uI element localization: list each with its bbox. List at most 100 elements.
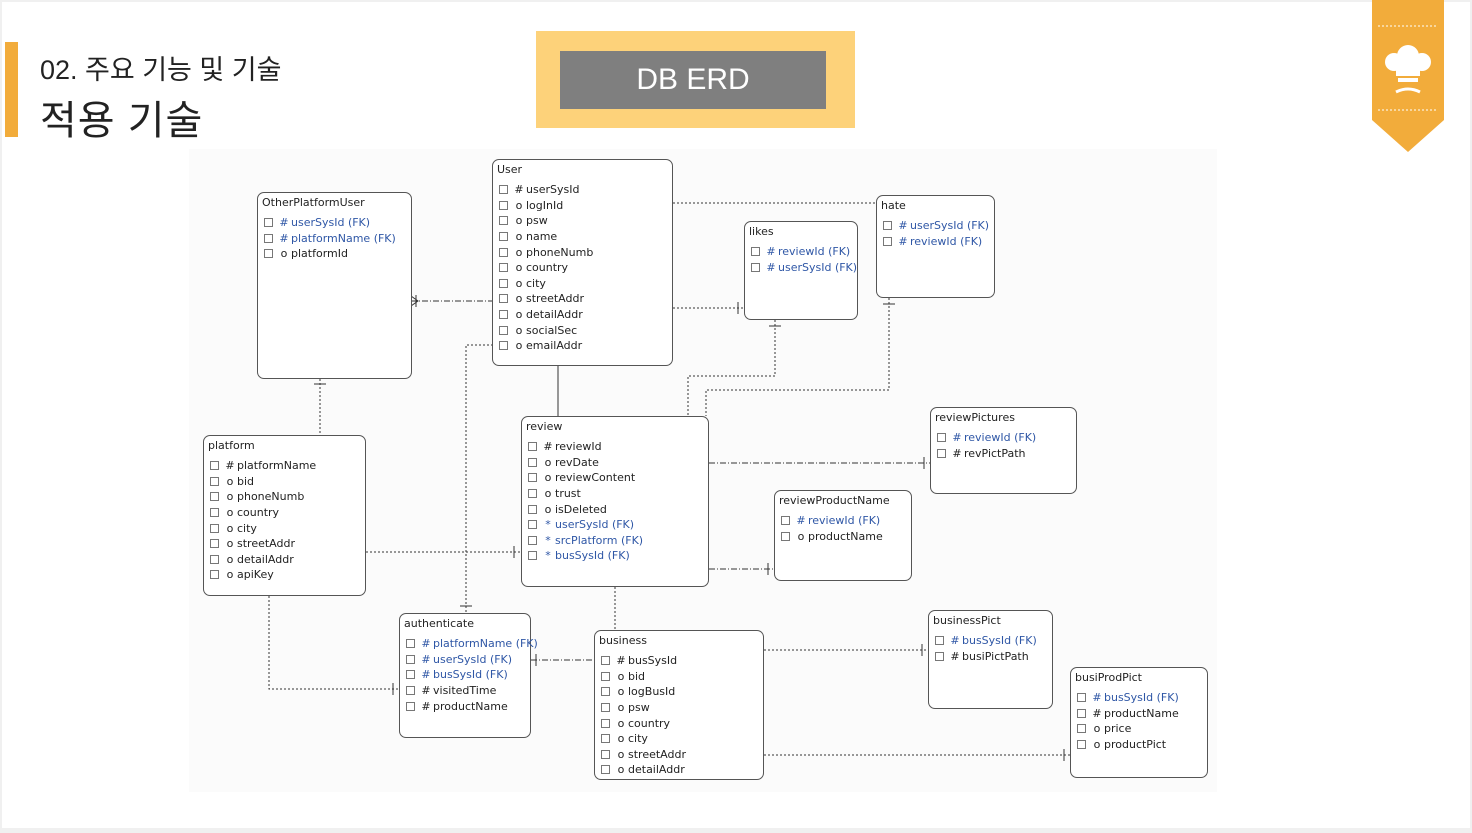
field-checkbox (1077, 724, 1086, 734)
entity-field: #reviewId (FK) (937, 430, 1036, 446)
field-name: bid (628, 669, 646, 683)
field-checkbox (528, 442, 537, 452)
entity-name: review (526, 420, 563, 433)
field-checkbox (601, 687, 610, 697)
field-name: userSysId (FK) (433, 652, 513, 666)
field-marker: o (515, 276, 523, 290)
entity-name: authenticate (404, 617, 474, 630)
field-name: reviewId (FK) (964, 431, 1037, 445)
field-marker: # (1092, 691, 1102, 705)
field-name: name (526, 230, 558, 244)
field-name: userSysId (526, 183, 580, 197)
field-marker: o (226, 474, 234, 488)
field-name: reviewId (FK) (808, 514, 881, 528)
entity-name: platform (208, 439, 255, 452)
entity-field: #userSysId (FK) (883, 218, 989, 234)
field-marker: # (421, 699, 431, 713)
field-name: isDeleted (555, 502, 607, 516)
field-marker: o (797, 529, 805, 543)
field-name: productName (808, 529, 883, 543)
field-checkbox (883, 236, 892, 246)
field-checkbox (499, 310, 508, 320)
field-marker: o (515, 198, 523, 212)
field-marker: # (543, 440, 553, 454)
field-name: phoneNumb (526, 245, 594, 259)
field-marker: o (617, 685, 625, 699)
field-checkbox (499, 325, 508, 335)
field-name: streetAddr (526, 292, 584, 306)
field-name: logBusId (628, 685, 676, 699)
field-checkbox (499, 294, 508, 304)
field-name: bid (237, 474, 255, 488)
field-checkbox (528, 520, 537, 530)
entity-field: #busiPictPath (935, 649, 1037, 665)
entity-likes[interactable]: likes #reviewId (FK)#userSysId (FK) (744, 221, 858, 320)
field-name: detailAddr (526, 308, 583, 322)
entity-hate[interactable]: hate #userSysId (FK)#reviewId (FK) (876, 195, 995, 298)
field-name: platformName (FK) (291, 231, 396, 245)
field-name: streetAddr (628, 747, 686, 761)
entity-name: likes (749, 225, 774, 238)
field-marker: # (766, 245, 776, 259)
entity-businesspict[interactable]: businessPict #busSysId (FK)#busiPictPath (928, 610, 1053, 709)
field-marker: o (515, 261, 523, 275)
field-marker: # (421, 652, 431, 666)
field-marker: # (898, 219, 908, 233)
entity-field: #productName (1077, 706, 1179, 722)
entity-name: reviewProductName (779, 494, 890, 507)
field-name: userSysId (FK) (555, 518, 635, 532)
field-name: trust (555, 487, 581, 501)
field-checkbox (601, 656, 610, 666)
field-marker: o (1093, 722, 1101, 736)
field-name: city (628, 732, 648, 746)
field-name: psw (628, 701, 650, 715)
section-subtitle: 02. 주요 기능 및 기술 (40, 55, 282, 85)
field-name: busSysId (FK) (555, 549, 630, 563)
field-marker: o (617, 669, 625, 683)
field-name: userSysId (FK) (291, 216, 371, 230)
field-marker: # (421, 637, 431, 651)
field-name: busSysId (FK) (962, 634, 1037, 648)
field-marker: o (515, 308, 523, 322)
entity-otherplatformuser[interactable]: OtherPlatformUser #userSysId (FK)#platfo… (257, 192, 412, 379)
field-name: country (526, 261, 569, 275)
entity-field: #reviewId (FK) (751, 244, 857, 260)
field-marker: o (617, 747, 625, 761)
field-name: city (237, 521, 257, 535)
field-checkbox (1077, 708, 1086, 718)
entity-field: #userSysId (FK) (264, 215, 396, 231)
field-checkbox (499, 247, 508, 257)
field-name: socialSec (526, 323, 578, 337)
entity-field: #busSysId (FK) (1077, 690, 1179, 706)
field-name: streetAddr (237, 537, 295, 551)
field-checkbox (210, 523, 219, 533)
entity-name: busiProdPict (1075, 671, 1142, 684)
entity-field: #platformName (210, 458, 316, 474)
entity-reviewpictures[interactable]: reviewPictures #reviewId (FK)#revPictPat… (930, 407, 1077, 494)
badge-label: DB ERD (560, 51, 826, 109)
field-checkbox (499, 278, 508, 288)
entity-authenticate[interactable]: authenticate #platformName (FK)#userSysI… (399, 613, 538, 738)
field-checkbox (406, 654, 415, 664)
field-name: platformName (237, 459, 317, 473)
field-checkbox (210, 570, 219, 580)
page-title: 적용 기술 (40, 99, 204, 143)
